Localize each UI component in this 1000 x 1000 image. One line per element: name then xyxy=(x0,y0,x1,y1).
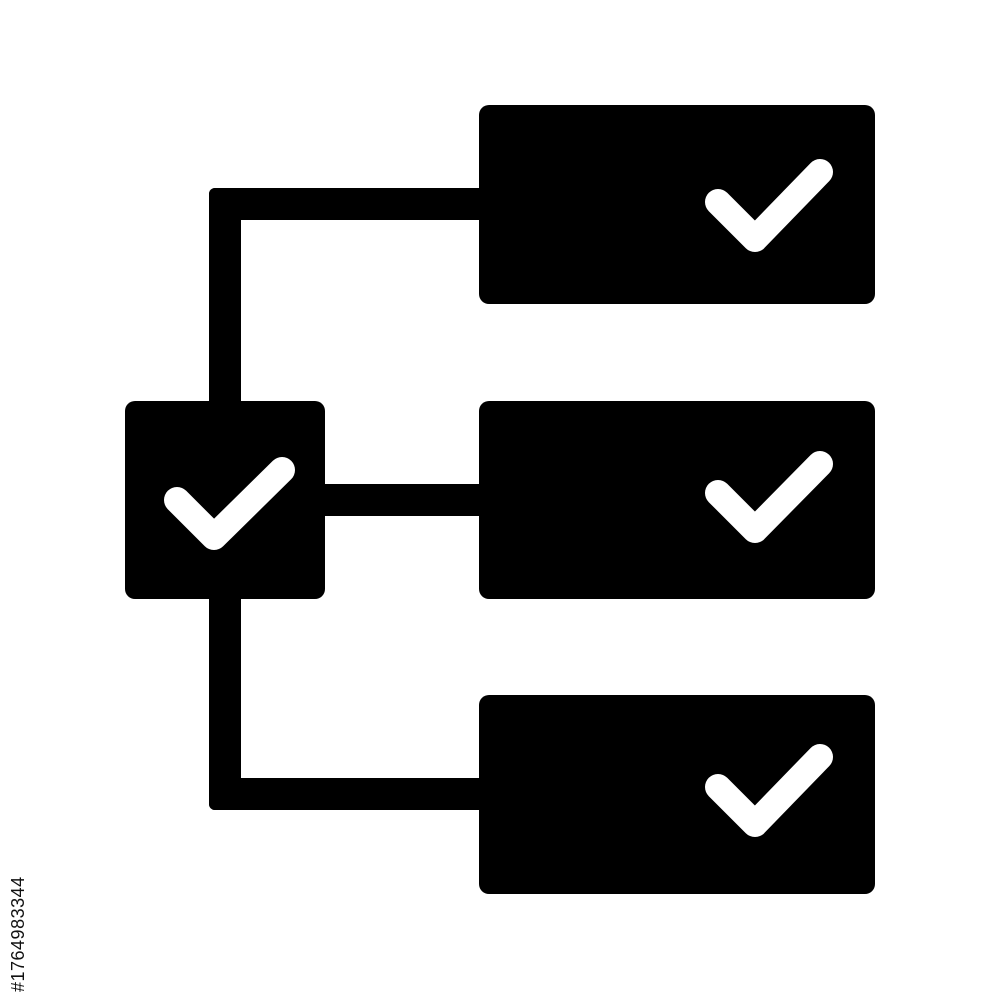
child-node-middle xyxy=(479,401,875,599)
connector-horizontal-bottom xyxy=(209,778,489,810)
connector-vertical-upper xyxy=(209,188,241,410)
child-node-top-box xyxy=(479,105,875,304)
check-icon xyxy=(705,744,833,837)
child-node-bottom-box xyxy=(479,695,875,894)
check-icon xyxy=(705,159,833,252)
connector-lines xyxy=(209,188,490,810)
child-node-middle-box xyxy=(479,401,875,599)
check-icon xyxy=(705,451,833,543)
check-icon xyxy=(164,457,295,550)
child-node-bottom xyxy=(479,695,875,894)
connector-horizontal-top xyxy=(209,188,489,220)
connector-vertical-lower xyxy=(209,590,241,810)
root-node xyxy=(125,401,325,599)
child-node-top xyxy=(479,105,875,304)
root-node-box xyxy=(125,401,325,599)
stock-id-label: #1764983344 xyxy=(8,876,28,992)
connector-horizontal-middle xyxy=(315,484,490,516)
